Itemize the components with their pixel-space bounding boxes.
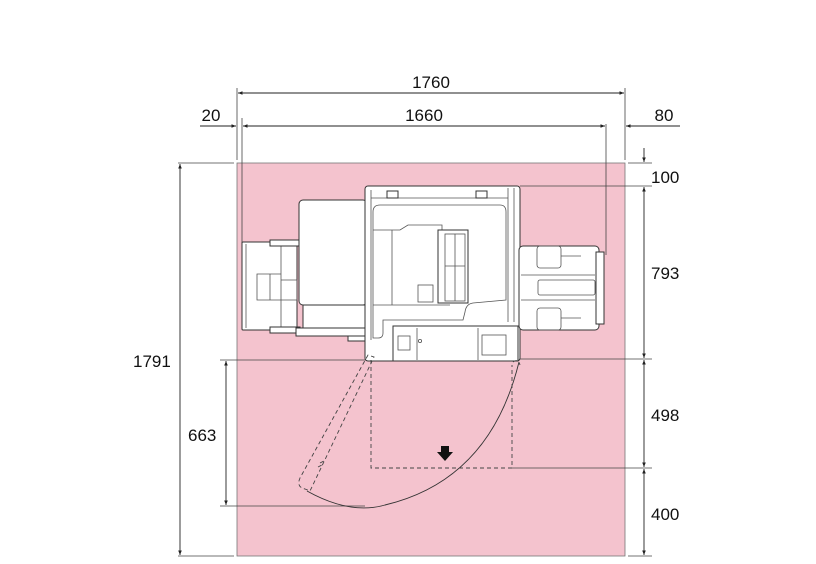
machine-top-view (241, 185, 605, 362)
dim-rear-clearance: 100 (651, 168, 679, 187)
dim-overall-width: 1760 (412, 73, 450, 92)
dim-door-swing-depth: 663 (188, 426, 216, 445)
left-dimensions (178, 162, 370, 557)
right-dimensions (512, 148, 652, 557)
dim-left-clearance: 20 (202, 106, 221, 125)
dim-front-clearance: 400 (651, 505, 679, 524)
top-dimensions (200, 88, 680, 255)
dim-main-width: 1660 (405, 106, 443, 125)
dim-overall-depth: 1791 (133, 352, 171, 371)
dim-machine-depth: 793 (651, 264, 679, 283)
door-swing-area (298, 354, 521, 509)
dim-right-clearance: 80 (655, 106, 674, 125)
dim-drawer-depth: 498 (651, 406, 679, 425)
drawer-direction-arrow-icon (437, 446, 453, 461)
